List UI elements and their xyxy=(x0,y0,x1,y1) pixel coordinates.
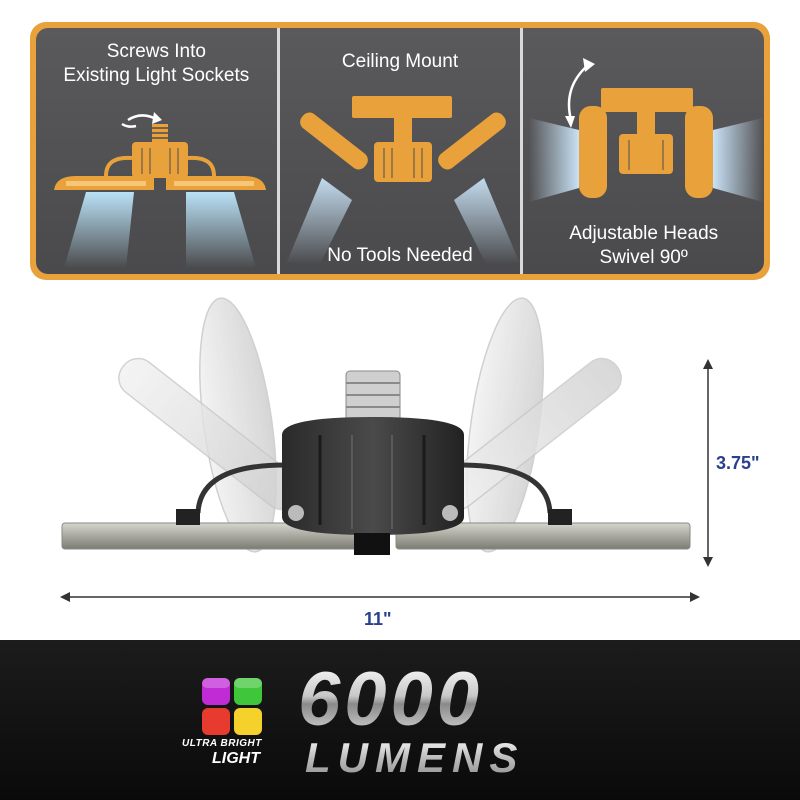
feature-panel: Screws Into Existing Light Sockets xyxy=(30,22,770,280)
color-squares-logo-icon xyxy=(202,678,262,735)
feature-adjustable-heads: Adjustable Heads Swivel 90º xyxy=(523,28,764,274)
ultra-bright-label: ULTRA BRIGHT xyxy=(182,738,262,749)
feature-ceiling-mount: Ceiling Mount xyxy=(280,28,524,274)
feature-3-subtitle-line1: Adjustable Heads xyxy=(569,223,719,244)
feature-3-subtitle: Adjustable Heads Swivel 90º xyxy=(523,222,764,270)
garage-light-product-image xyxy=(60,297,713,602)
feature-1-title: Screws Into Existing Light Sockets xyxy=(36,40,277,88)
feature-1-title-line2: Existing Light Sockets xyxy=(63,65,250,86)
feature-3-subtitle-line2: Swivel 90º xyxy=(599,247,688,268)
feature-screws-into-socket: Screws Into Existing Light Sockets xyxy=(36,28,280,274)
light-label: LIGHT xyxy=(212,750,260,767)
adjustable-heads-illustration-icon xyxy=(529,58,764,202)
width-dimension-label: 11" xyxy=(364,609,392,629)
feature-1-title-line1: Screws Into xyxy=(106,41,206,62)
product-dimension-area: 3.75" 11" xyxy=(0,285,800,630)
ceiling-mount-illustration-icon xyxy=(285,96,520,264)
socket-light-illustration-icon xyxy=(54,112,266,268)
feature-panel-inner: Screws Into Existing Light Sockets xyxy=(36,28,764,274)
feature-2-subtitle: No Tools Needed xyxy=(327,245,473,266)
lumens-number: 6000 xyxy=(298,657,484,742)
lumens-banner xyxy=(0,640,800,800)
lumens-word: LUMENS xyxy=(305,734,525,781)
feature-2-title: Ceiling Mount xyxy=(341,51,459,72)
height-dimension-label: 3.75" xyxy=(716,453,760,473)
